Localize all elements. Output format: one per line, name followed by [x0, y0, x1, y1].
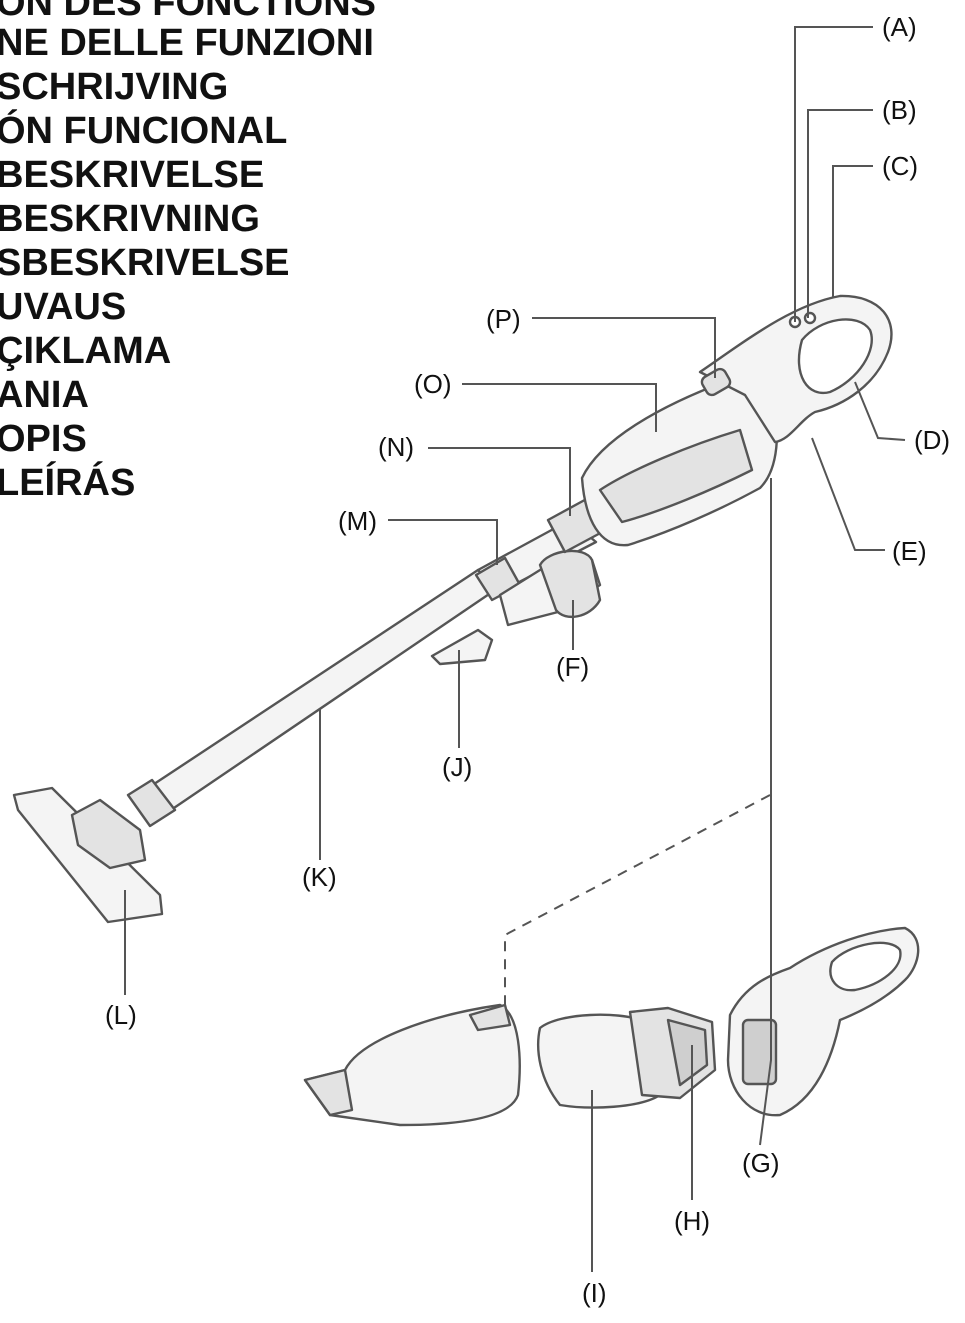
language-headings: ON DES FONCTIONS NE DELLE FUNZIONI SCHRI…	[0, 0, 400, 520]
callout-k: (K)	[302, 862, 337, 892]
heading-czech: OPIS	[0, 418, 87, 460]
callout-m: (M)	[338, 506, 377, 536]
heading-finnish: UVAUS	[0, 286, 127, 328]
assembled-vacuum	[12, 294, 893, 924]
leader-p	[532, 317, 716, 378]
callout-d: (D)	[914, 425, 950, 455]
callout-b: (B)	[882, 95, 917, 125]
filter-bag	[537, 1013, 662, 1109]
callout-l: (L)	[105, 1000, 137, 1030]
callout-a: (A)	[882, 12, 917, 42]
prefilter-mesh	[666, 1018, 709, 1087]
heading-spanish: ÓN FUNCIONAL	[0, 110, 288, 152]
heading-hungarian: LEÍRÁS	[0, 462, 136, 504]
heading-norwegian: SBESKRIVELSE	[0, 242, 290, 284]
callout-p: (P)	[486, 304, 521, 334]
callout-e: (E)	[892, 536, 927, 566]
leader-g	[759, 478, 772, 1146]
callout-c: (C)	[882, 151, 918, 181]
nozzle-swivel	[70, 798, 147, 870]
leader-n	[428, 447, 571, 516]
leader-d	[854, 381, 906, 441]
heading-danish: BESKRIVELSE	[0, 154, 265, 196]
heading-swedish: BESKRIVNING	[0, 198, 260, 240]
heading-french: ON DES FONCTIONS	[0, 0, 377, 24]
heading-turkish: ÇIKLAMA	[0, 330, 172, 372]
leader-m	[388, 519, 498, 565]
callout-h: (H)	[674, 1206, 710, 1236]
motor-unit-grip-opening	[829, 941, 902, 992]
heading-dutch: SCHRIJVING	[0, 66, 229, 108]
pipe-joint	[126, 778, 177, 828]
leader-c	[832, 165, 873, 298]
callout-g: (G)	[742, 1148, 780, 1178]
exploded-parts	[303, 926, 920, 1127]
callout-f: (F)	[556, 652, 589, 682]
leader-b	[807, 109, 873, 318]
callout-o: (O)	[414, 369, 452, 399]
leader-a	[794, 26, 873, 322]
floor-nozzle	[12, 786, 164, 924]
leader-o	[462, 383, 657, 432]
leader-e	[811, 437, 885, 551]
mode-button-b	[803, 311, 817, 325]
dust-case-latch	[468, 1003, 512, 1032]
assembly-dashed-line	[504, 794, 771, 1010]
heading-polish: ANIA	[0, 374, 89, 416]
dust-case-window	[598, 428, 754, 524]
handle-grip-opening	[797, 318, 873, 395]
heading-italian: NE DELLE FUNZIONI	[0, 22, 374, 64]
motor-inlet-filter	[741, 1018, 778, 1086]
dust-case-removed	[303, 1003, 521, 1127]
callout-n: (N)	[378, 432, 414, 462]
crevice-nozzle	[430, 628, 494, 666]
extension-sleeve	[538, 549, 602, 619]
dust-case-nozzle	[303, 1068, 354, 1117]
power-switch	[700, 367, 732, 397]
callout-i: (I)	[582, 1278, 607, 1308]
callout-j: (J)	[442, 752, 472, 782]
